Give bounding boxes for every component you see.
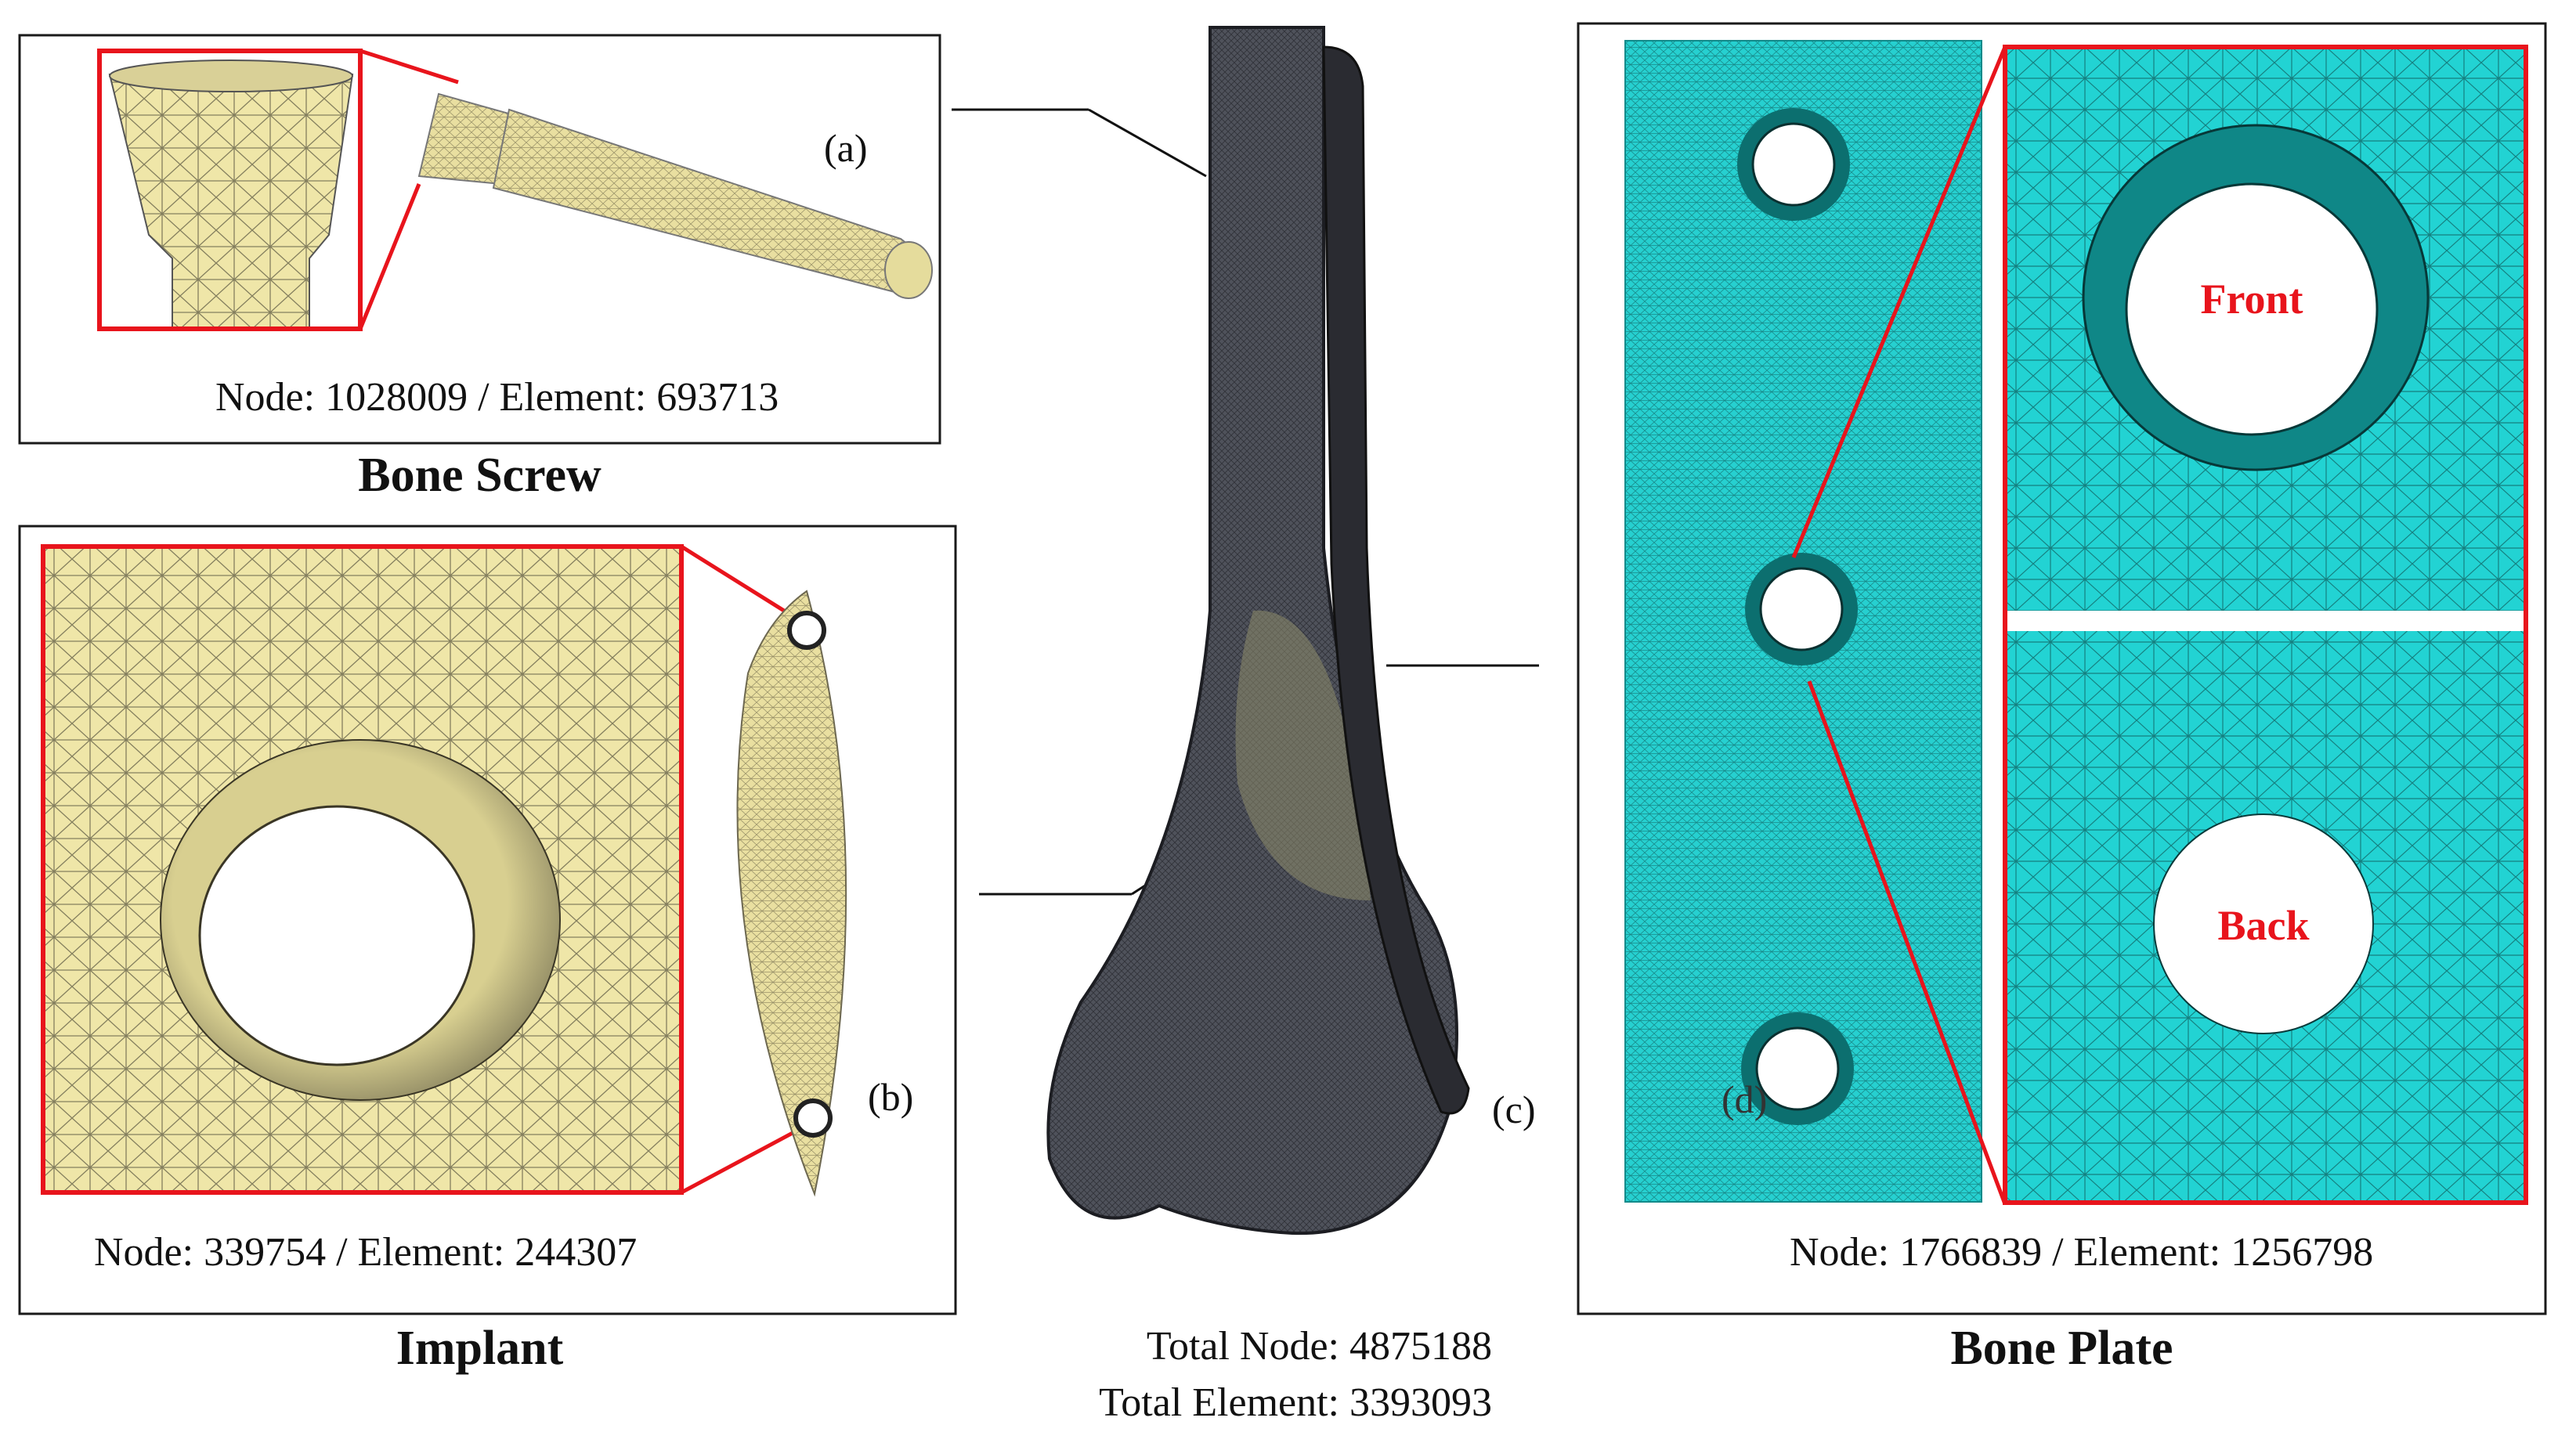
panel-c-tag: (c) [1492, 1088, 1536, 1131]
plate-zoom-connector-top [1791, 46, 2007, 558]
bone-plate-stats: Node: 1766839 / Element: 1256798 [1790, 1230, 2374, 1275]
bone-screw-stats: Node: 1028009 / Element: 693713 [215, 375, 779, 420]
panel-a-tag: (a) [824, 126, 868, 170]
screw-head-zoom-inset [97, 49, 363, 331]
bone-plate-caption: Bone Plate [1950, 1322, 2173, 1375]
front-label: Front [2201, 276, 2303, 323]
screw-zoom-connector-top [359, 49, 459, 85]
bone-screw-caption: Bone Screw [358, 449, 602, 502]
panel-d-tag: (d) [1722, 1077, 1768, 1121]
implant-mesh [736, 590, 847, 1197]
plate-zoom-frame [2003, 45, 2528, 1205]
total-element: Total Element: 3393093 [1099, 1380, 1492, 1425]
implant-zoom-connector-top [680, 544, 804, 625]
bone-plate-mesh [1624, 40, 1982, 1203]
back-label: Back [2217, 902, 2309, 949]
implant-hole-zoom-inset [41, 544, 684, 1195]
total-node: Total Node: 4875188 [1146, 1324, 1492, 1369]
screw-leader-line-2 [1088, 108, 1207, 178]
femur-mesh [1046, 26, 1470, 1236]
panel-b-tag: (b) [868, 1075, 914, 1119]
plate-zoom-connector-bottom [1807, 680, 2007, 1205]
bone-screw-mesh [417, 92, 933, 299]
screw-zoom-connector-bottom [358, 183, 421, 330]
implant-stats: Node: 339754 / Element: 244307 [94, 1230, 638, 1275]
plate-back-zoom-inset [2005, 631, 2526, 1203]
plate-front-zoom-inset [2005, 47, 2526, 611]
implant-zoom-connector-bottom [680, 1125, 804, 1195]
implant-caption: Implant [396, 1322, 564, 1375]
